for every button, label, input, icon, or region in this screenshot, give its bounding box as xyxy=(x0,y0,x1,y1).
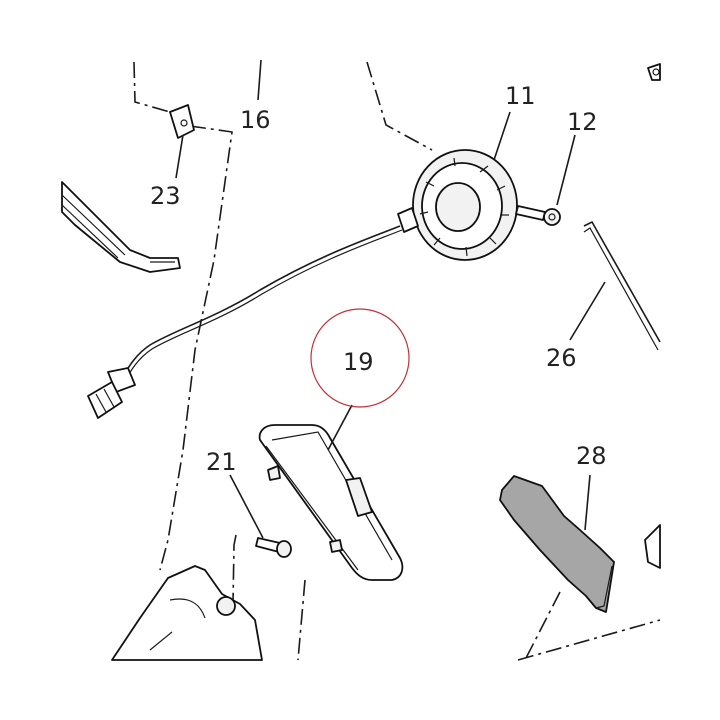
callout-12: 12 xyxy=(567,108,598,136)
callout-labels: 11 12 16 19 21 23 26 28 xyxy=(150,82,607,476)
housing-bottom-left xyxy=(111,565,263,661)
callout-11: 11 xyxy=(505,82,536,110)
part-26-rod xyxy=(569,220,661,351)
part-16-leader xyxy=(257,59,262,101)
callout-19: 19 xyxy=(343,348,374,376)
callout-26: 26 xyxy=(546,344,577,372)
highlight-circle xyxy=(310,308,410,408)
callout-21: 21 xyxy=(206,448,237,476)
part-12-screw xyxy=(515,134,576,226)
partial-part-top-right xyxy=(647,63,661,81)
assembly-line-top-left xyxy=(133,61,233,571)
part-23-clip xyxy=(169,104,195,179)
part-21-bolt xyxy=(229,474,306,661)
part-28-plate xyxy=(499,474,615,613)
callout-23: 23 xyxy=(150,182,181,210)
assembly-line-bottom-right xyxy=(517,524,661,661)
part-11-ring-assembly xyxy=(121,61,518,382)
callout-28: 28 xyxy=(576,442,607,470)
part-19-pad xyxy=(258,308,410,581)
bracket-arm-left xyxy=(61,181,181,273)
callout-16: 16 xyxy=(240,106,271,134)
cable-connector-plug xyxy=(87,367,136,419)
